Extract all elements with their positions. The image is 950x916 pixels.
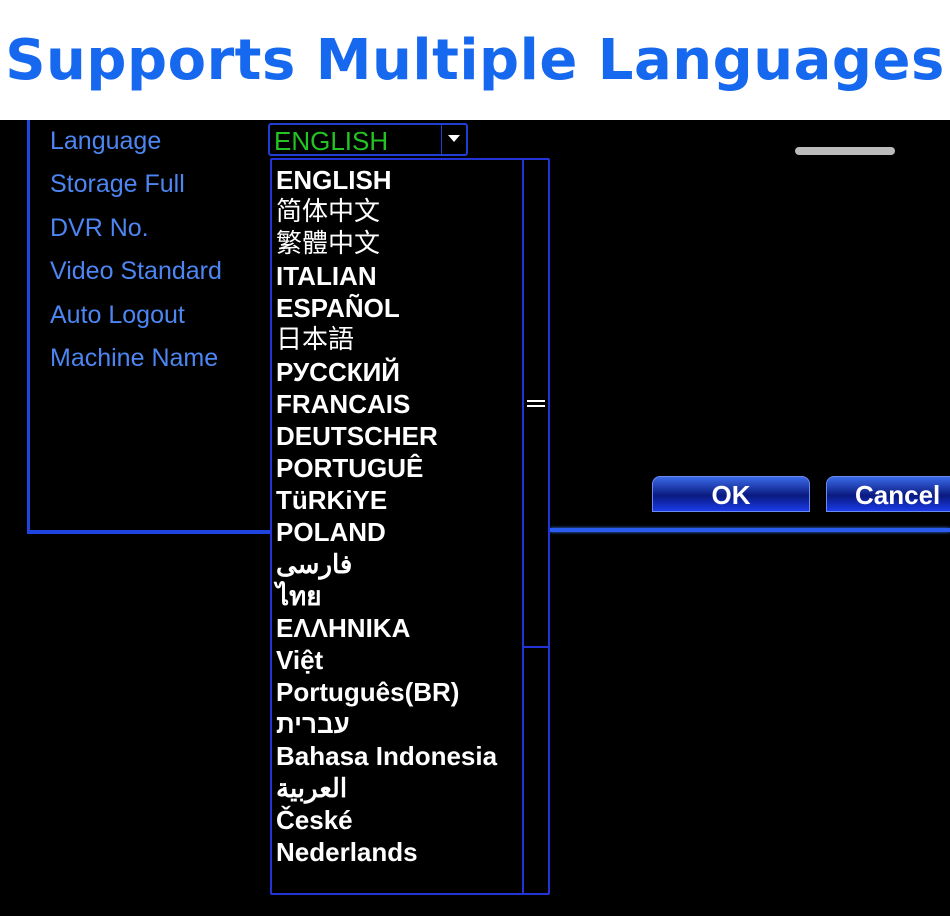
language-option[interactable]: ITALIAN (276, 261, 377, 291)
cancel-button[interactable]: Cancel (826, 476, 950, 512)
language-option[interactable]: PORTUGUÊ (276, 453, 424, 483)
label-video-standard: Video Standard (50, 257, 222, 285)
panel-border (550, 528, 950, 532)
language-option[interactable]: Nederlands (276, 837, 418, 867)
scrollbar-thumb[interactable] (524, 160, 548, 648)
dvr-settings-screen: Language Storage Full DVR No. Video Stan… (0, 120, 950, 916)
language-option[interactable]: ESPAÑOL (276, 293, 400, 323)
language-option[interactable]: Português(BR) (276, 677, 460, 707)
language-option[interactable]: 日本語 (276, 325, 355, 355)
grip-icon (527, 400, 545, 410)
label-auto-logout: Auto Logout (50, 301, 185, 329)
language-option[interactable]: POLAND (276, 517, 386, 547)
language-option[interactable]: ENGLISH (276, 165, 392, 195)
language-select[interactable]: ENGLISH (268, 123, 468, 156)
label-language: Language (50, 127, 162, 155)
language-option[interactable]: Việt (276, 645, 324, 675)
language-option[interactable]: РУССКИЙ (276, 357, 400, 387)
banner-title: Supports Multiple Languages (5, 27, 945, 93)
language-option[interactable]: العربية (276, 773, 348, 803)
language-option[interactable]: Bahasa Indonesia (276, 741, 498, 771)
label-machine-name: Machine Name (50, 344, 219, 372)
panel-border (27, 120, 30, 532)
banner: Supports Multiple Languages (0, 0, 950, 120)
language-option[interactable]: FRANCAIS (276, 389, 411, 419)
language-option[interactable]: עברית (276, 709, 350, 739)
language-option[interactable]: ไทย (276, 581, 322, 611)
language-option[interactable]: فارسی (276, 549, 353, 579)
status-bar (795, 147, 895, 155)
language-option[interactable]: 简体中文 (276, 197, 381, 227)
language-option[interactable]: ΕΛΛΗΝΙΚΑ (276, 613, 411, 643)
language-option[interactable]: České (276, 805, 353, 835)
language-select-value: ENGLISH (274, 126, 389, 156)
scrollbar[interactable] (522, 160, 548, 893)
chevron-down-icon[interactable] (441, 125, 466, 154)
panel-border (27, 530, 272, 534)
label-dvr-no: DVR No. (50, 214, 149, 242)
label-storage-full: Storage Full (50, 170, 185, 198)
language-option[interactable]: 繁體中文 (276, 229, 381, 259)
ok-button[interactable]: OK (652, 476, 810, 512)
language-option[interactable]: TüRKiYE (276, 485, 388, 515)
language-option[interactable]: DEUTSCHER (276, 421, 438, 451)
